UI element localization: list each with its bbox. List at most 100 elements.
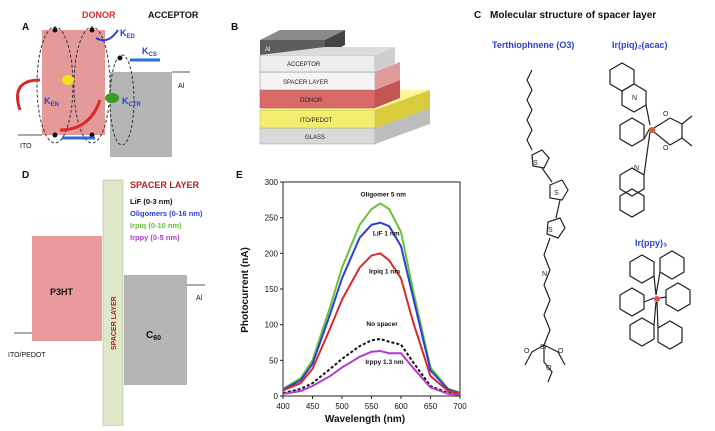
exciton-ellipse-left bbox=[36, 26, 74, 144]
spacer-item-irppy: Irppy (0-5 nm) bbox=[130, 233, 180, 242]
y-tick-label: 0 bbox=[274, 392, 279, 401]
y-tick-label: 100 bbox=[265, 321, 279, 330]
level-dot bbox=[117, 55, 123, 61]
k-ctr-label: KCTR bbox=[122, 96, 141, 108]
p3ht-block bbox=[32, 236, 102, 341]
sulfur-atom: S bbox=[548, 227, 553, 234]
x-tick-label: 700 bbox=[453, 402, 467, 411]
series-line bbox=[282, 252, 461, 395]
arrow-ctr bbox=[59, 99, 102, 132]
layer-label-ito: ITO/PEDOT bbox=[300, 118, 333, 124]
al-label: Al bbox=[196, 295, 203, 302]
series-annotation: LiF 1 nm bbox=[373, 231, 400, 238]
acceptor-label: ACCEPTOR bbox=[148, 10, 199, 20]
panel-c: C Molecular structure of spacer layer Te… bbox=[470, 0, 715, 426]
panel-e-letter: E bbox=[236, 170, 243, 181]
series-line bbox=[282, 350, 461, 396]
iridium-atom bbox=[654, 296, 660, 302]
arrow-ed bbox=[95, 29, 119, 42]
oxygen-atom: O bbox=[663, 111, 669, 118]
spacer-bar-label: SPACER LAYER bbox=[111, 296, 118, 350]
k-ed-label: KED bbox=[120, 28, 136, 40]
series-line bbox=[282, 221, 461, 395]
level-dot bbox=[89, 27, 95, 33]
panel-d-letter: D bbox=[22, 170, 29, 181]
y-tick-label: 50 bbox=[269, 356, 278, 365]
panel-b: B Al ACCEPTOR SPACER LAYER DONOR ITO/PED… bbox=[225, 0, 470, 160]
c60-block bbox=[124, 275, 187, 385]
series-line bbox=[282, 337, 461, 396]
nitrogen-atom: N bbox=[632, 95, 637, 102]
irppy-structure bbox=[619, 250, 691, 350]
panel-a: A DONOR ACCEPTOR ITO Al KED KCS KEN KCTR bbox=[0, 0, 220, 160]
irppy-label: Ir(ppy)₃ bbox=[635, 238, 667, 248]
y-tick-label: 250 bbox=[265, 214, 279, 223]
y-tick-label: 150 bbox=[265, 285, 279, 294]
x-tick-label: 650 bbox=[424, 402, 438, 411]
acceptor-top bbox=[260, 47, 395, 55]
exciton-green bbox=[105, 93, 119, 103]
irpiq-structure bbox=[609, 62, 693, 218]
spacer-layer-title: SPACER LAYER bbox=[130, 180, 200, 190]
donor-block bbox=[42, 30, 105, 135]
ito-side bbox=[375, 90, 430, 128]
iridium-atom bbox=[649, 127, 655, 133]
series-annotation: No spacer bbox=[366, 321, 398, 328]
donor-side bbox=[375, 80, 400, 108]
oxygen-atom: O bbox=[524, 348, 530, 355]
oxygen-atom: O bbox=[663, 145, 669, 152]
panel-c-structures: C Molecular structure of spacer layer Te… bbox=[474, 10, 693, 383]
y-tick-label: 300 bbox=[265, 178, 279, 187]
sulfur-atom: S bbox=[554, 190, 559, 197]
oxygen-atom: O bbox=[558, 348, 564, 355]
x-axis-label: Wavelength (nm) bbox=[325, 414, 405, 425]
k-en-label: KEN bbox=[44, 96, 59, 108]
panel-a-letter: A bbox=[22, 22, 29, 33]
x-tick-label: 400 bbox=[276, 402, 290, 411]
terthiophene-structure bbox=[524, 69, 569, 383]
series-annotation: Irppy 1.3 nm bbox=[365, 359, 404, 366]
p3ht-label: P3HT bbox=[50, 287, 74, 297]
al-label: Al bbox=[178, 83, 185, 90]
nitrogen-atom: N bbox=[542, 271, 547, 278]
series-annotation: Oligomer 5 nm bbox=[361, 191, 407, 198]
level-dot bbox=[52, 132, 58, 138]
silicon-atom: Si bbox=[540, 344, 547, 351]
arrow-en bbox=[16, 78, 41, 111]
panel-d-diagram: D SPACER LAYER LiF (0-3 nm) Oligomers (0… bbox=[8, 170, 205, 427]
k-cs-label: KCS bbox=[142, 46, 157, 58]
sulfur-atom: S bbox=[533, 160, 538, 167]
spacer-side bbox=[375, 62, 400, 90]
panel-c-title: Molecular structure of spacer layer bbox=[490, 10, 656, 21]
level-dot bbox=[89, 132, 95, 138]
exciton-yellow bbox=[62, 75, 74, 85]
acceptor-block bbox=[110, 72, 172, 157]
y-tick-label: 200 bbox=[265, 249, 279, 258]
panel-b-letter: B bbox=[231, 22, 238, 33]
ito-pedot-label: ITO/PEDOT bbox=[8, 352, 46, 359]
x-tick-label: 500 bbox=[335, 402, 349, 411]
y-axis-label: Photocurrent (nA) bbox=[240, 247, 251, 333]
ito-label: ITO bbox=[20, 143, 32, 150]
series-annotation: Irpiq 1 nm bbox=[369, 268, 400, 275]
layer-label-acceptor: ACCEPTOR bbox=[287, 62, 321, 68]
spacer-item-oligomers: Oligomers (0-16 nm) bbox=[130, 209, 203, 218]
acceptor-side bbox=[375, 47, 395, 72]
al-top bbox=[260, 30, 345, 40]
panel-c-letter: C bbox=[474, 10, 481, 21]
layer-label-al: Al bbox=[265, 47, 270, 53]
spacer-item-irpiq: Irpiq (0-10 nm) bbox=[130, 221, 182, 230]
exciton-ellipse-mid bbox=[73, 26, 111, 144]
layer-label-donor: DONOR bbox=[300, 98, 323, 104]
panel-a-diagram: A DONOR ACCEPTOR ITO Al KED KCS KEN KCTR bbox=[16, 10, 199, 157]
nitrogen-atom: N bbox=[634, 165, 639, 172]
level-dot bbox=[52, 27, 58, 33]
panel-b-stack: B Al ACCEPTOR SPACER LAYER DONOR ITO/PED… bbox=[231, 22, 430, 145]
irpiq-label: Ir(piq)₂(acac) bbox=[612, 40, 668, 50]
x-tick-label: 450 bbox=[306, 402, 320, 411]
oxygen-atom: O bbox=[546, 365, 552, 372]
o3-label: Terthiophnene (O3) bbox=[492, 40, 574, 50]
